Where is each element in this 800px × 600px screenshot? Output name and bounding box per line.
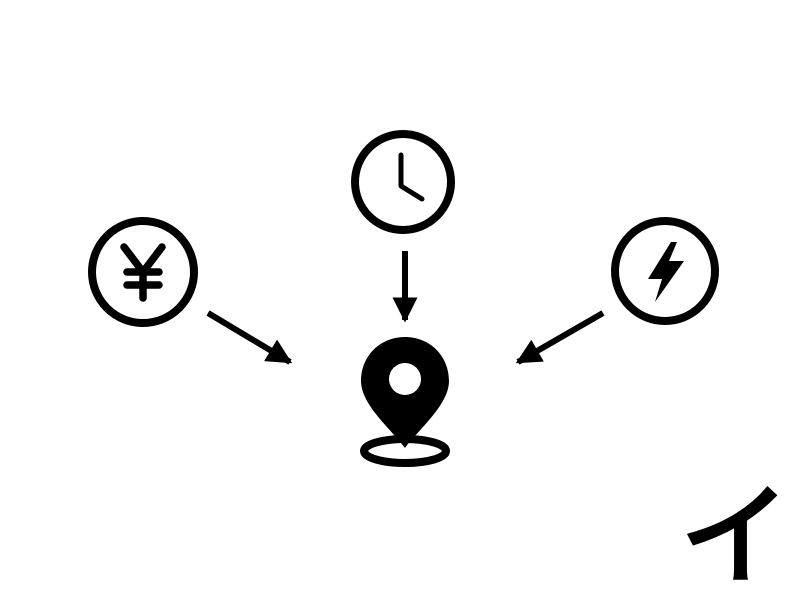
arrow-energy-to-destination <box>515 310 605 365</box>
location-pin-icon <box>360 337 450 467</box>
yen-icon <box>88 217 198 327</box>
lightning-bolt-icon <box>611 217 719 325</box>
arrow-cost-to-destination <box>206 310 293 365</box>
clock-icon <box>351 130 455 234</box>
arrows <box>206 251 605 365</box>
corner-glyph: イ <box>680 473 790 600</box>
